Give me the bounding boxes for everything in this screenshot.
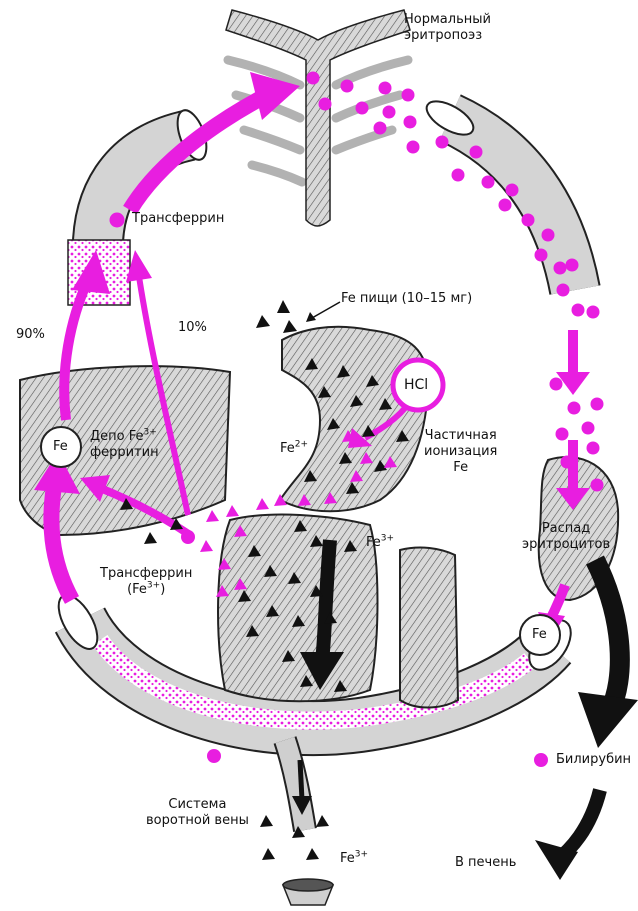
depot-line1-prefix: Депо Fe (90, 429, 144, 444)
ribcage (226, 10, 410, 226)
fe-right-label: Fe (532, 627, 547, 643)
fe3-bottom-label: Fe3+ (340, 851, 368, 867)
percent-90-label: 90% (16, 327, 45, 343)
partial-ionization-line2: ионизация (424, 444, 497, 460)
percent-10-label: 10% (178, 320, 207, 336)
fe-left-label: Fe (53, 439, 68, 455)
rbc-breakdown-line1: Распад (522, 521, 610, 537)
food-iron-label: Fe пищи (10–15 мг) (341, 291, 472, 307)
portal-line2: воротной вены (146, 813, 249, 829)
fe3-bottom-sup: 3+ (355, 850, 368, 860)
fe3-mid-base: Fe (366, 535, 381, 550)
stomach (280, 327, 428, 512)
bilirubin-label: Билирубин (556, 752, 631, 768)
fe2-sup: 2+ (295, 440, 308, 450)
fe2-base: Fe (280, 441, 295, 456)
partial-ionization-line3: Fe (424, 460, 497, 476)
transferrin-low-open: (Fe (127, 582, 147, 597)
fe3-mid-sup: 3+ (381, 534, 394, 544)
normal-erythropoiesis-line1: Нормальный (404, 12, 491, 28)
partial-ionization-label: Частичная ионизация Fe (424, 428, 497, 476)
hcl-label: HCl (404, 377, 428, 393)
rbc-breakdown-label: Распад эритроцитов (522, 521, 610, 553)
transferrin-low-label: Трансферрин (Fe3+) (100, 566, 192, 598)
cup (283, 879, 333, 905)
to-liver-label: В печень (455, 855, 516, 871)
fe3-mid-label: Fe3+ (366, 535, 394, 551)
normal-erythropoiesis-line2: эритропоэз (404, 28, 491, 44)
transferrin-low-line1: Трансферрин (100, 566, 192, 582)
transferrin-low-sup: 3+ (147, 581, 160, 591)
partial-ionization-line1: Частичная (424, 428, 497, 444)
portal-line1: Система (146, 797, 249, 813)
rbc-breakdown-line2: эритроцитов (522, 537, 610, 553)
intestines (218, 515, 458, 830)
depot-line2: ферритин (90, 445, 159, 461)
transferrin-low-close: ) (160, 582, 165, 597)
depot-line1-sup: 3+ (144, 428, 157, 438)
fe3-bottom-base: Fe (340, 851, 355, 866)
transferrin-top-label: Трансферрин (132, 211, 224, 227)
depot-label: Депо Fe3+ ферритин (90, 429, 159, 461)
fe2-label: Fe2+ (280, 441, 308, 457)
portal-vein-label: Система воротной вены (146, 797, 249, 829)
normal-erythropoiesis-label: Нормальный эритропоэз (404, 12, 491, 44)
